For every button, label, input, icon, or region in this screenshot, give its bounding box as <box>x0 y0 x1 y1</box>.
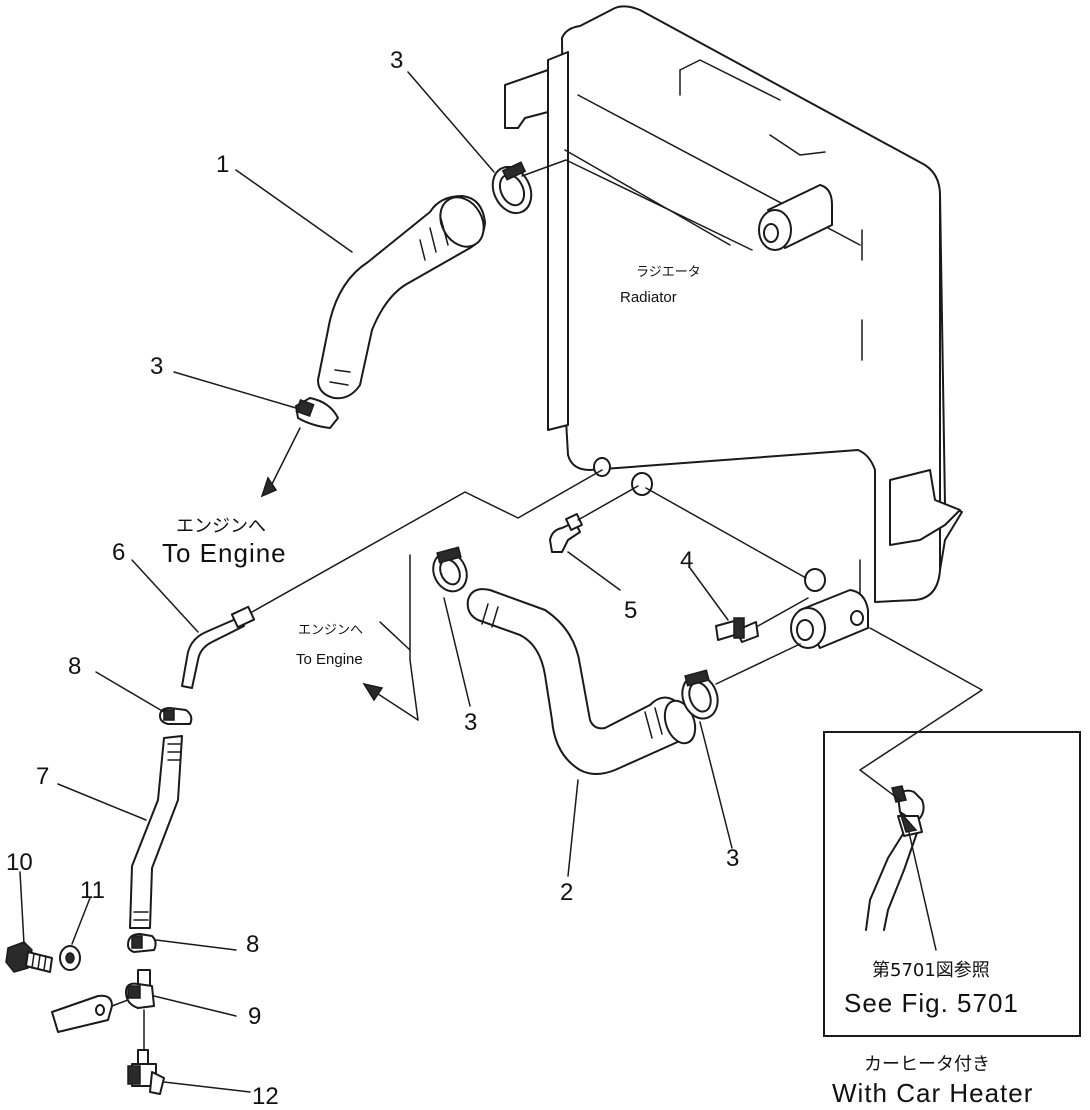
mounting-bracket <box>51 994 113 1033</box>
callout-7: 7 <box>36 763 49 790</box>
callout-12: 12 <box>252 1083 279 1110</box>
callout-10: 10 <box>6 849 33 876</box>
to-engine-label-jp: エンジンへ <box>176 516 266 537</box>
inset-arrow-line <box>907 827 937 951</box>
to-engine-label-en: To Engine <box>162 538 287 568</box>
pipe-6 <box>181 605 256 689</box>
to-engine-arrow-head <box>260 476 278 498</box>
leader-lines <box>19 71 983 1093</box>
to-engine-small-label-en: To Engine <box>296 651 363 668</box>
bolt-10 <box>5 941 53 973</box>
callout-3-top: 3 <box>390 47 403 74</box>
see-fig-label-en: See Fig. 5701 <box>844 988 1019 1018</box>
fitting-9 <box>125 969 155 1009</box>
callout-9: 9 <box>248 1003 261 1030</box>
hose-clamp-upper-radiator <box>491 161 533 215</box>
callout-6: 6 <box>112 539 125 566</box>
radiator-label-jp: ラジエータ <box>636 265 701 280</box>
hose-clamp-lower-engine <box>432 546 468 593</box>
callout-8-lower: 8 <box>246 931 259 958</box>
callout-2: 2 <box>560 879 573 906</box>
callout-11: 11 <box>80 877 105 904</box>
callout-5: 5 <box>624 597 637 624</box>
drain-cock-4 <box>715 617 759 643</box>
callout-8-upper: 8 <box>68 653 81 680</box>
car-heater-label-en: With Car Heater <box>832 1078 1033 1108</box>
car-heater-label-jp: カーヒータ付き <box>864 1054 990 1075</box>
callout-1: 1 <box>216 151 229 178</box>
upper-hose <box>317 195 486 400</box>
washer-11 <box>59 945 81 971</box>
car-heater-inset-box <box>823 731 1081 1037</box>
bracket-hole <box>95 1004 105 1016</box>
elbow-fitting-5 <box>549 513 583 553</box>
callout-4: 4 <box>680 547 693 574</box>
hose-clamp-upper-engine <box>295 397 339 429</box>
clamp-8-upper <box>159 707 193 725</box>
callout-3-left: 3 <box>150 353 163 380</box>
hose-7 <box>129 735 183 929</box>
inset-arrow-head <box>899 811 918 833</box>
lower-hose <box>466 588 697 775</box>
callout-3-lower-left: 3 <box>464 709 477 736</box>
clamp-8-lower <box>127 933 157 953</box>
cock-12 <box>127 1049 165 1095</box>
hose-clamp-lower-radiator <box>681 669 719 720</box>
to-engine-small-label-jp: エンジンへ <box>298 623 363 638</box>
radiator-label-en: Radiator <box>620 289 677 306</box>
to-engine-small-arrow-head <box>362 682 384 702</box>
radiator <box>504 5 963 649</box>
callout-3-lower-right: 3 <box>726 845 739 872</box>
see-fig-label-jp: 第5701図参照 <box>872 960 990 981</box>
